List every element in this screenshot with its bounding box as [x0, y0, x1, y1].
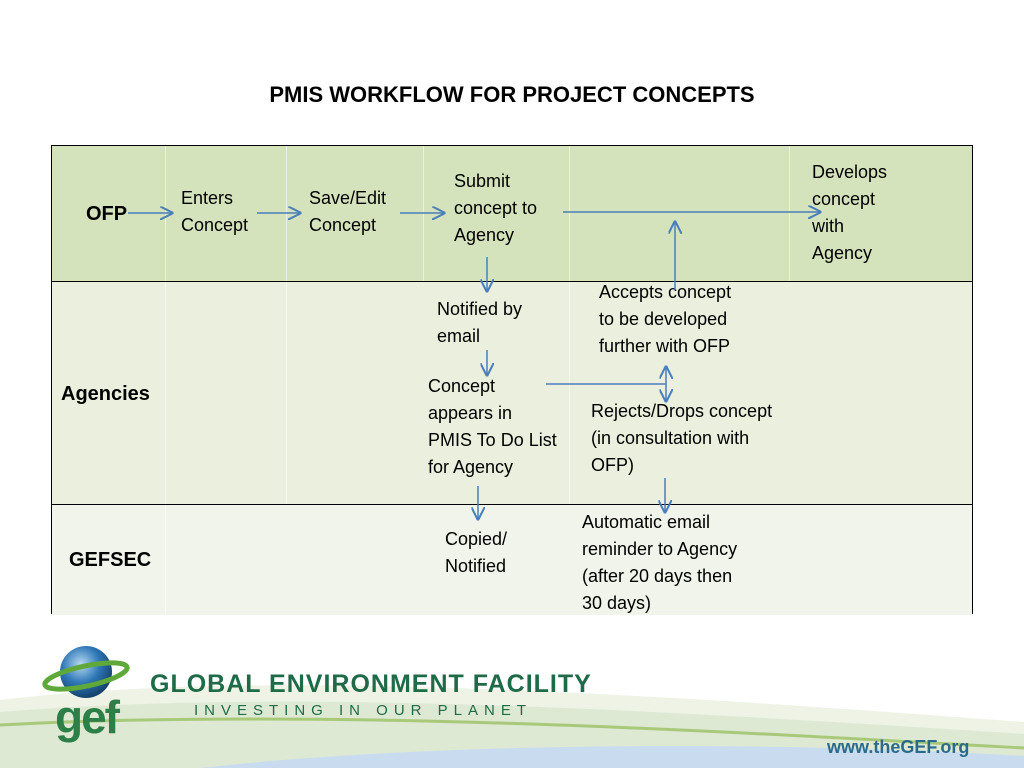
lane-label-gefsec: GEFSEC: [69, 549, 152, 571]
org-tagline: INVESTING IN OUR PLANET: [194, 702, 533, 719]
lane-label-ofp: OFP: [86, 203, 128, 225]
footer-banner: [0, 630, 1024, 768]
step-concept-appears: Concept appears in PMIS To Do List for A…: [428, 376, 557, 477]
step-rejects-concept: Rejects/Drops concept (in consultation w…: [591, 401, 773, 475]
lane-label-agencies: Agencies: [61, 383, 150, 405]
lane-gefsec: [52, 505, 972, 615]
gef-logo-text: gef: [55, 691, 120, 743]
step-submit-concept: Submit concept to Agency: [454, 171, 538, 245]
gef-globe-icon: [42, 646, 130, 698]
step-develops-concept: Develops concept with Agency: [812, 162, 888, 263]
org-name: GLOBAL ENVIRONMENT FACILITY: [150, 670, 592, 698]
step-accepts-concept: Accepts concept to be developed further …: [599, 282, 732, 356]
step-auto-reminder: Automatic email reminder to Agency (afte…: [582, 512, 738, 613]
website-link[interactable]: www.theGEF.org: [827, 737, 970, 757]
slide-title: PMIS WORKFLOW FOR PROJECT CONCEPTS: [269, 82, 755, 107]
lane-agencies: [52, 282, 972, 505]
step-enters-concept: Enters Concept: [181, 188, 249, 235]
step-notified-by-email: Notified by email: [437, 299, 523, 346]
step-copied-notified: Copied/ Notified: [445, 529, 508, 576]
swimlane-diagram: [51, 145, 973, 615]
step-save-edit-concept: Save/Edit Concept: [309, 188, 387, 235]
